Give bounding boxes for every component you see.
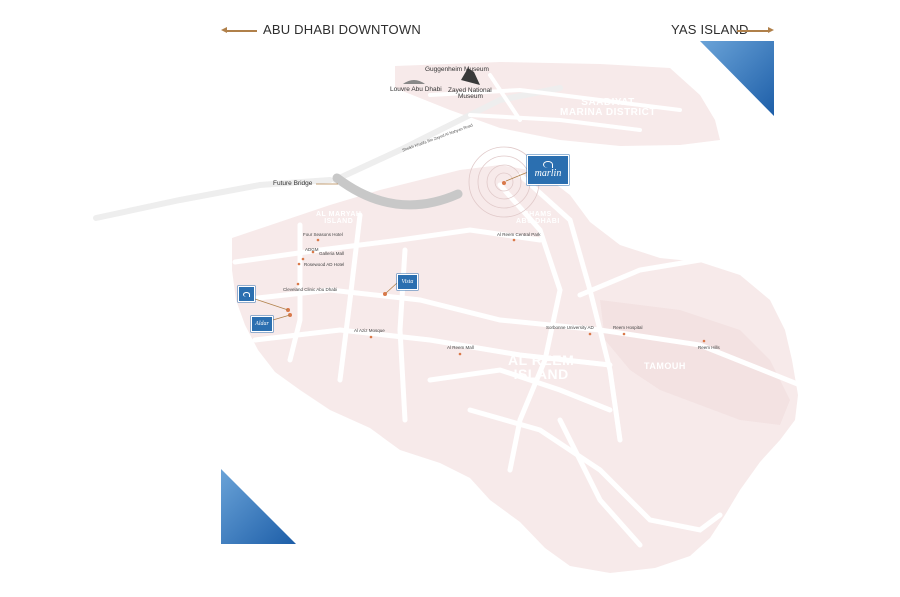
- direction-downtown: ABU DHABI DOWNTOWN: [263, 22, 421, 37]
- poi-al-aziz-mosque: Al Aziz Mosque: [354, 328, 385, 333]
- louvre-dome-icon: [403, 80, 425, 84]
- district-al-reem: AL REEM ISLAND: [508, 352, 575, 382]
- poi-al-reem-mall: Al Reem Mall: [447, 345, 474, 350]
- project-etc-logo-icon: [243, 291, 250, 297]
- zayed-museum-icon: [461, 68, 480, 85]
- leader-etc-1: [254, 298, 289, 311]
- poi-central-park: Al Reem Central Park: [497, 232, 541, 237]
- direction-yas-island: YAS ISLAND: [671, 22, 749, 37]
- arrow-right: [737, 27, 774, 33]
- project-etc-tag-1[interactable]: [238, 286, 255, 302]
- zayed-label-1: Zayed National: [448, 87, 492, 94]
- project-marlin-name: marlin: [534, 168, 562, 179]
- leader-vista: [385, 282, 398, 294]
- district-saadiyat: SAADIYAT MARINA DISTRICT: [560, 97, 657, 118]
- poi-cleveland: Cleveland Clinic Abu Dhabi: [283, 287, 338, 292]
- road-network-saadiyat: [428, 73, 682, 132]
- zayed-label-2: Museum: [458, 93, 483, 100]
- project-vista-tag[interactable]: Vista: [397, 274, 418, 290]
- future-bridge-arc: [332, 173, 463, 210]
- poi-reem-hospital: Reem Hospital: [613, 325, 643, 330]
- leader-marlin: [505, 171, 529, 182]
- corner-triangle-bottom-left: [221, 469, 296, 544]
- guggenheim-label: Guggenheim Museum: [425, 66, 489, 73]
- poi-adgm: ADGM: [305, 247, 319, 252]
- project-vista-name: Vista: [401, 279, 414, 285]
- tamouh-landmass: [600, 300, 790, 425]
- poi-reem-hills: Reem Hills: [698, 345, 720, 350]
- louvre-label: Louvre Abu Dhabi: [390, 86, 442, 93]
- project-marlin-tag[interactable]: marlin: [527, 155, 569, 185]
- marlin-logo-icon: [543, 161, 553, 168]
- project-etc-tag-2[interactable]: Aldar: [251, 316, 273, 332]
- district-tamouh: TAMOUH: [644, 361, 686, 371]
- district-shams: SHAMS ABU DHABI: [516, 211, 560, 225]
- road-network: [232, 172, 803, 548]
- poi-sorbonne: Sorbonne University AD: [546, 325, 594, 330]
- district-al-maryah: AL MARYAH ISLAND: [316, 211, 362, 225]
- project-etc-name: Aldar: [255, 321, 269, 327]
- highway-west: [93, 177, 333, 221]
- poi-rosewood: Rosewood AD Hotel: [304, 262, 345, 267]
- poi-galleria: Galleria Mall: [319, 251, 345, 256]
- poi-four-seasons: Four Seasons Hotel: [303, 232, 343, 237]
- future-bridge-label: Future Bridge: [273, 180, 313, 187]
- highway-saadiyat: [332, 85, 563, 183]
- corner-triangle-top-right: [700, 41, 774, 116]
- arrow-left: [221, 27, 257, 33]
